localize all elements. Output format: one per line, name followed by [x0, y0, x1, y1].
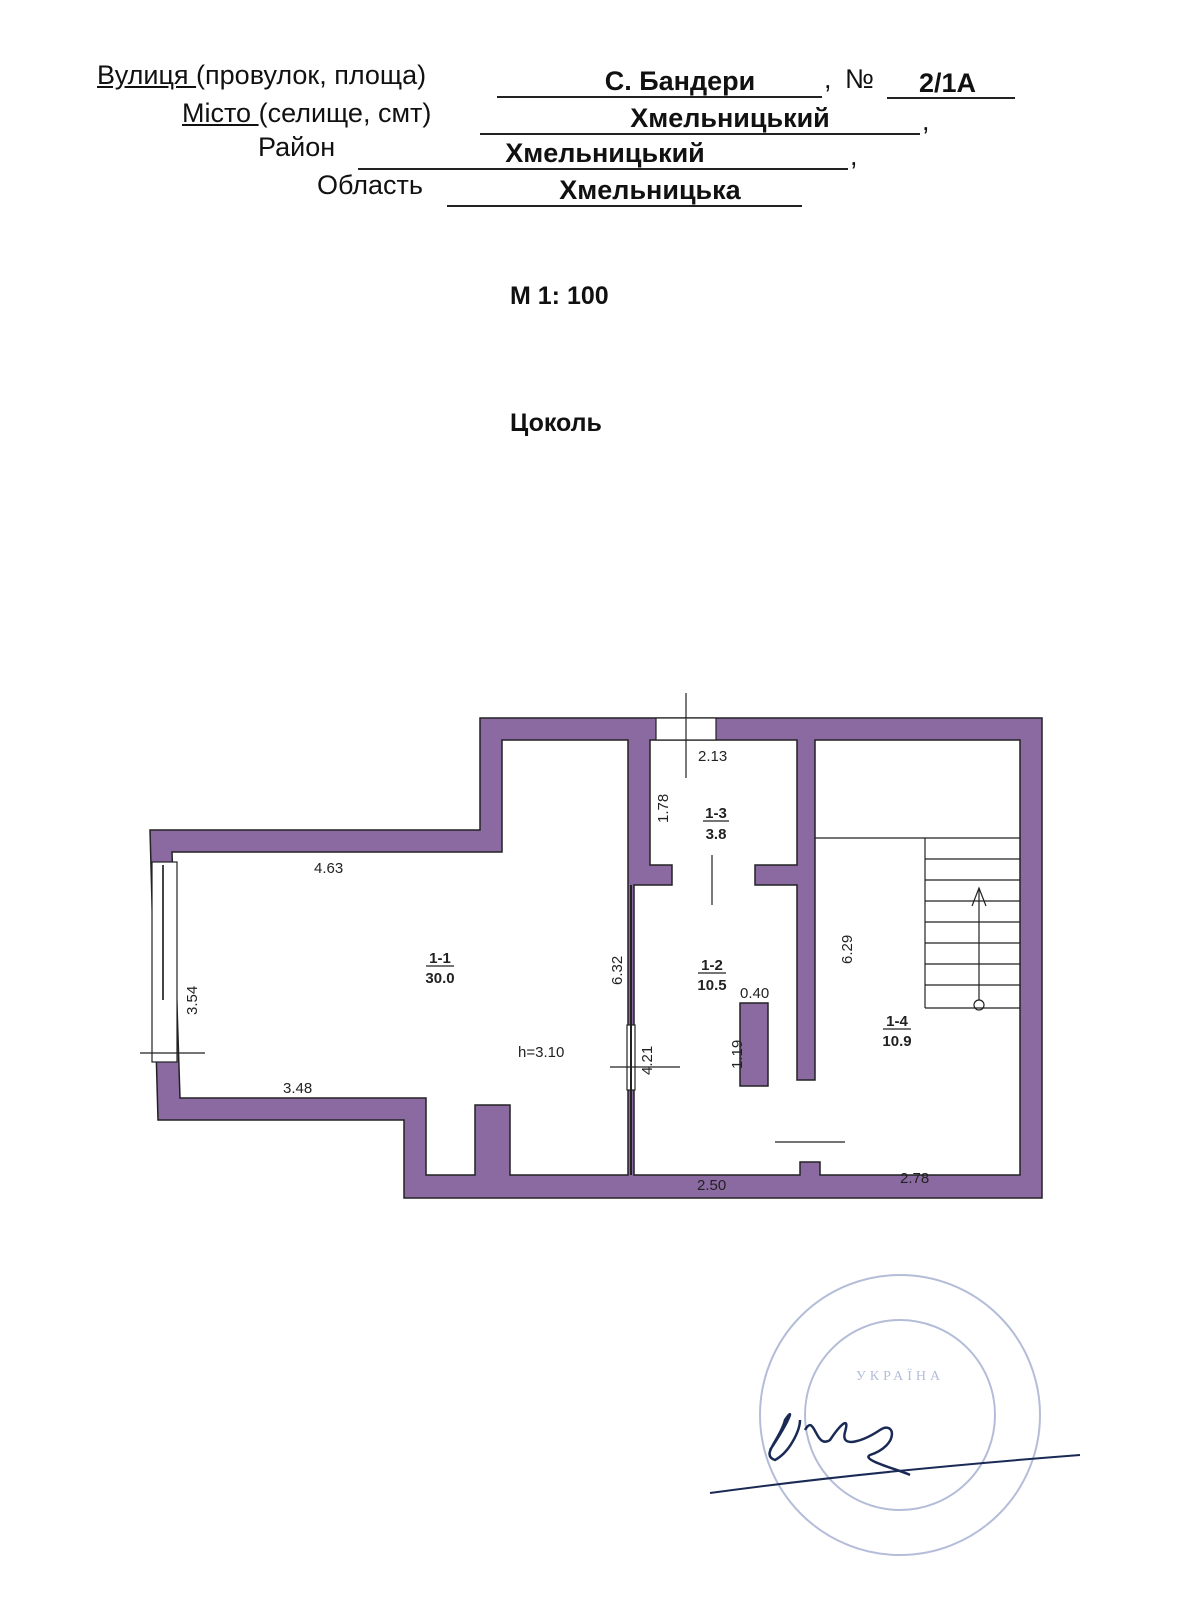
dim-2-13: 2.13 — [698, 748, 727, 765]
street-row: Вулиця (провулок, площа) — [97, 60, 426, 91]
dim-4-21: 4.21 — [639, 1046, 656, 1075]
district-field-line — [358, 168, 848, 170]
region-value: Хмельницька — [559, 175, 741, 205]
district-value: Хмельницький — [505, 138, 705, 168]
district-comma: , — [850, 141, 858, 171]
staircase — [815, 837, 1020, 1011]
city-row: Місто (селище, смт) — [182, 98, 431, 129]
dim-1-19: 1.19 — [729, 1040, 746, 1069]
svg-text:30.0: 30.0 — [425, 970, 454, 987]
street-label-sub: (провулок, площа) — [196, 60, 427, 90]
region-label: Область — [317, 170, 423, 200]
section-marks — [140, 693, 845, 1143]
official-stamp: УКРАЇНА — [759, 1274, 1041, 1556]
room-1-4: 1-4 10.9 — [882, 1013, 911, 1050]
city-comma: , — [922, 106, 930, 136]
floor-title: Цоколь — [510, 409, 602, 437]
outer-walls — [149, 717, 1043, 1199]
dim-6-32: 6.32 — [609, 956, 626, 985]
stair-start-icon — [973, 999, 985, 1011]
svg-text:1-3: 1-3 — [705, 805, 727, 822]
svg-text:1-4: 1-4 — [886, 1013, 908, 1030]
signature — [709, 1413, 1081, 1494]
dim-1-78: 1.78 — [655, 794, 672, 823]
city-field-line — [480, 133, 920, 135]
number-label: № — [845, 64, 874, 94]
ceiling-height: h=3.10 — [518, 1044, 564, 1061]
room-1-3: 1-3 3.8 — [703, 805, 729, 843]
dim-2-50: 2.50 — [697, 1177, 726, 1194]
room-1-1: 1-1 30.0 — [425, 950, 454, 987]
city-label-sub: (селище, смт) — [258, 98, 432, 128]
street-value: С. Бандери — [604, 66, 756, 96]
svg-text:1-1: 1-1 — [429, 950, 451, 967]
scale-label: М 1: 100 — [510, 282, 609, 310]
street-comma: , — [824, 64, 832, 94]
dim-6-29: 6.29 — [839, 935, 856, 964]
number-value: 2/1А — [918, 68, 977, 98]
city-value: Хмельницький — [630, 103, 830, 133]
window-west — [151, 861, 178, 1063]
walls — [149, 717, 1043, 1199]
dim-3-48: 3.48 — [283, 1080, 312, 1097]
street-label-main: Вулиця — [97, 60, 197, 90]
dim-0-40: 0.40 — [740, 985, 769, 1002]
street-field-line — [497, 96, 822, 98]
city-label-main: Місто — [182, 98, 259, 128]
room-1-2: 1-2 10.5 — [697, 957, 726, 994]
pillar — [739, 1002, 769, 1087]
svg-text:УКРАЇНА: УКРАЇНА — [856, 1367, 944, 1384]
dim-3-54: 3.54 — [184, 986, 201, 1015]
svg-text:3.8: 3.8 — [706, 826, 727, 843]
svg-text:1-2: 1-2 — [701, 957, 723, 974]
svg-text:10.5: 10.5 — [697, 977, 726, 994]
region-field-line — [447, 205, 802, 207]
svg-text:10.9: 10.9 — [882, 1033, 911, 1050]
dim-2-78: 2.78 — [900, 1170, 929, 1187]
dim-4-63: 4.63 — [314, 860, 343, 877]
district-label: Район — [258, 132, 336, 162]
number-field-line — [887, 97, 1015, 99]
